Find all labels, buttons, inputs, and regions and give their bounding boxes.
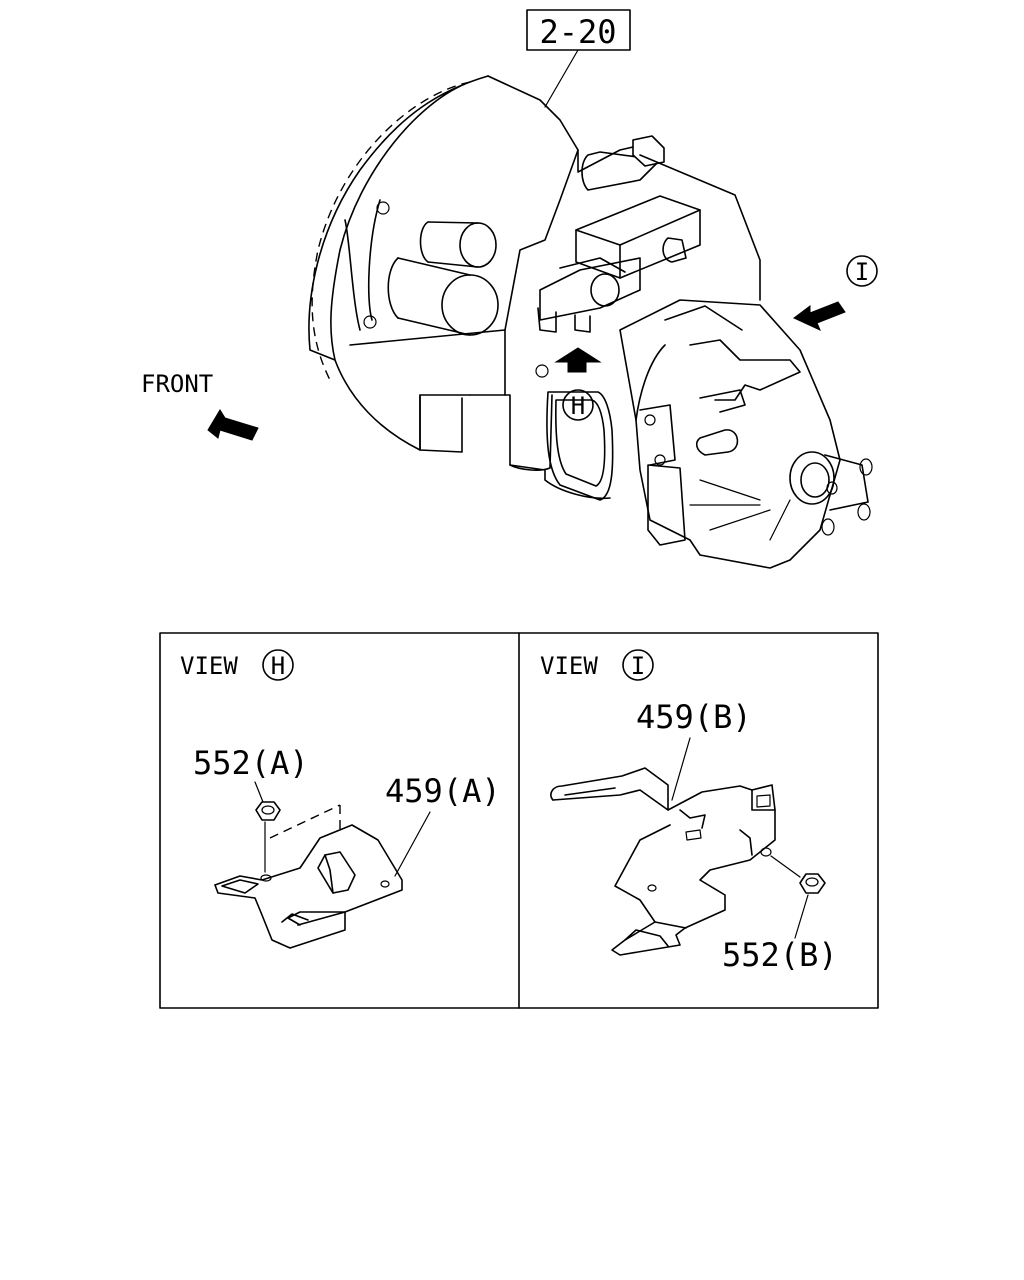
- view-i-title: VIEW: [540, 652, 598, 680]
- part-459b-label: 459(B): [636, 698, 752, 736]
- front-indicator: FRONT: [141, 370, 259, 441]
- part-459a-label: 459(A): [385, 772, 501, 810]
- detail-panels: [159, 632, 879, 1009]
- view-h-marker-letter: H: [571, 392, 585, 420]
- view-i-marker-letter: I: [855, 258, 869, 286]
- view-h-title: VIEW: [180, 652, 238, 680]
- part-552b-label: 552(B): [722, 936, 838, 974]
- view-i-title-circle: [622, 649, 654, 681]
- part-552a-label: 552(A): [193, 744, 309, 782]
- front-arrow: [207, 409, 259, 441]
- bracket-459b: [550, 737, 776, 956]
- nut-552b: [770, 855, 826, 939]
- view-h-pointer-arrow: [554, 347, 602, 373]
- transmission-assembly: H I: [308, 75, 878, 569]
- reference-box-label: 2-20: [539, 13, 616, 51]
- view-h-title-letter: H: [271, 652, 285, 680]
- view-h-marker-circle: [562, 389, 594, 421]
- view-i-title-letter: I: [631, 652, 645, 680]
- view-h-panel: VIEW H 552(A) 459(A): [180, 649, 501, 949]
- bracket-459a: [214, 804, 431, 949]
- nut-552a: [254, 781, 281, 873]
- view-i-marker-circle: [846, 255, 878, 287]
- reference-callout: 2-20: [526, 9, 631, 108]
- view-i-panel: VIEW I 459(B) 552(B): [540, 649, 838, 974]
- view-i-pointer-arrow: [793, 301, 846, 331]
- view-h-title-circle: [262, 649, 294, 681]
- front-label: FRONT: [141, 370, 213, 398]
